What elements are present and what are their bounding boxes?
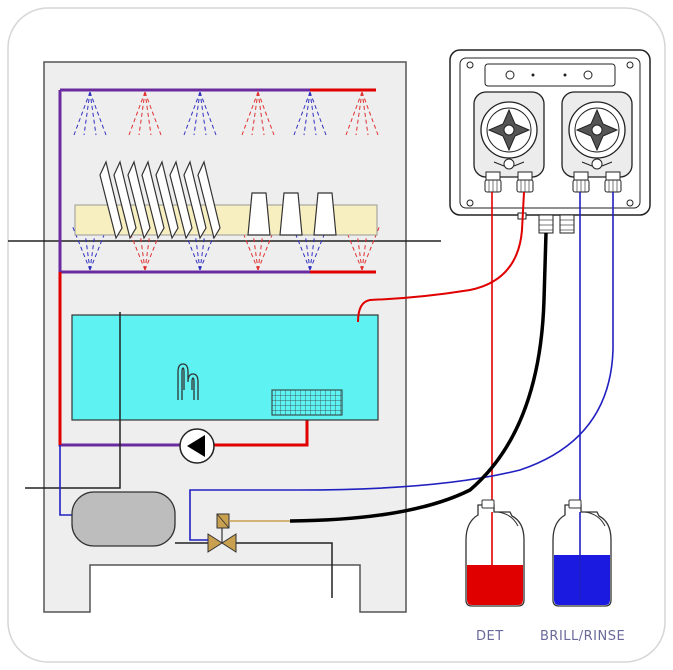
upper-spray-nozzles bbox=[73, 91, 379, 136]
spray-jet bbox=[89, 91, 107, 136]
detergent-fluid bbox=[467, 565, 523, 605]
spray-jet bbox=[138, 91, 146, 136]
detergent-canister bbox=[465, 499, 525, 607]
cup bbox=[313, 192, 337, 236]
rinse-canister bbox=[552, 499, 612, 607]
spray-jet bbox=[199, 91, 207, 136]
boiler-feed-line bbox=[59, 445, 74, 516]
spray-jet bbox=[257, 91, 265, 136]
signal-cable bbox=[289, 232, 548, 523]
spray-jet bbox=[89, 91, 97, 136]
spray-jet bbox=[144, 91, 152, 136]
spray-jet bbox=[251, 91, 259, 136]
cup bbox=[247, 192, 271, 236]
spray-jet bbox=[291, 224, 311, 271]
spray-jet bbox=[126, 224, 146, 271]
heater-element bbox=[177, 363, 199, 400]
plate bbox=[99, 160, 123, 240]
spray-jet bbox=[89, 224, 109, 271]
pump-top-bar bbox=[484, 63, 616, 87]
spray-jet bbox=[193, 91, 201, 136]
spray-jet bbox=[345, 91, 363, 136]
spray-jet bbox=[257, 91, 275, 136]
spray-jet bbox=[83, 91, 91, 136]
heater-element-inner bbox=[181, 367, 195, 400]
dosing-pump-unit bbox=[449, 49, 651, 234]
spray-jet bbox=[257, 224, 277, 271]
spray-jet bbox=[361, 91, 369, 136]
spray-jet bbox=[144, 224, 164, 271]
plate bbox=[169, 160, 193, 240]
spray-jet bbox=[361, 224, 381, 271]
spray-jet bbox=[241, 91, 259, 136]
plate bbox=[127, 160, 151, 240]
spray-jet bbox=[71, 224, 91, 271]
plate bbox=[183, 160, 207, 240]
mount-hole-icon bbox=[583, 70, 593, 80]
spray-jet bbox=[293, 91, 311, 136]
plate bbox=[113, 160, 137, 240]
rinse-fluid bbox=[554, 555, 610, 605]
rinse-delivery-tube bbox=[189, 192, 614, 541]
spray-jet bbox=[181, 224, 201, 271]
mount-hole-icon bbox=[505, 70, 515, 80]
plate bbox=[197, 160, 221, 240]
spray-jet bbox=[355, 91, 363, 136]
spray-jet bbox=[128, 91, 146, 136]
pump-arrow-icon bbox=[187, 435, 205, 457]
spray-jet bbox=[303, 91, 311, 136]
spray-jet bbox=[183, 91, 201, 136]
water-inlet-pipe bbox=[236, 542, 333, 598]
detergent-delivery-tube bbox=[357, 191, 525, 323]
rinse-pump-head bbox=[561, 91, 633, 193]
dishwasher bbox=[8, 61, 441, 613]
spray-jet bbox=[199, 91, 217, 136]
overflow-pipe bbox=[25, 312, 121, 489]
spray-jet bbox=[361, 91, 379, 136]
solenoid-valve bbox=[207, 513, 237, 553]
detergent-pump-head bbox=[473, 91, 545, 193]
pump-outlet-pipe bbox=[214, 420, 309, 447]
pump-housing-inner bbox=[459, 57, 641, 209]
plate bbox=[155, 160, 179, 240]
cup bbox=[279, 192, 303, 236]
spray-jet bbox=[309, 91, 327, 136]
spray-jet bbox=[144, 91, 162, 136]
spray-jet bbox=[199, 224, 219, 271]
rinse-boiler bbox=[71, 491, 176, 547]
tank-filter bbox=[271, 389, 343, 416]
spray-jet bbox=[73, 91, 91, 136]
spray-jet bbox=[309, 224, 329, 271]
plates bbox=[99, 160, 221, 240]
spray-jet bbox=[309, 91, 317, 136]
spray-jet bbox=[343, 224, 363, 271]
cable-glands bbox=[517, 212, 575, 234]
cups bbox=[247, 192, 337, 236]
rinse-label: BRILL/RINSE bbox=[540, 629, 625, 644]
detergent-label: DET bbox=[476, 629, 504, 644]
plate bbox=[141, 160, 165, 240]
spray-jet bbox=[239, 224, 259, 271]
